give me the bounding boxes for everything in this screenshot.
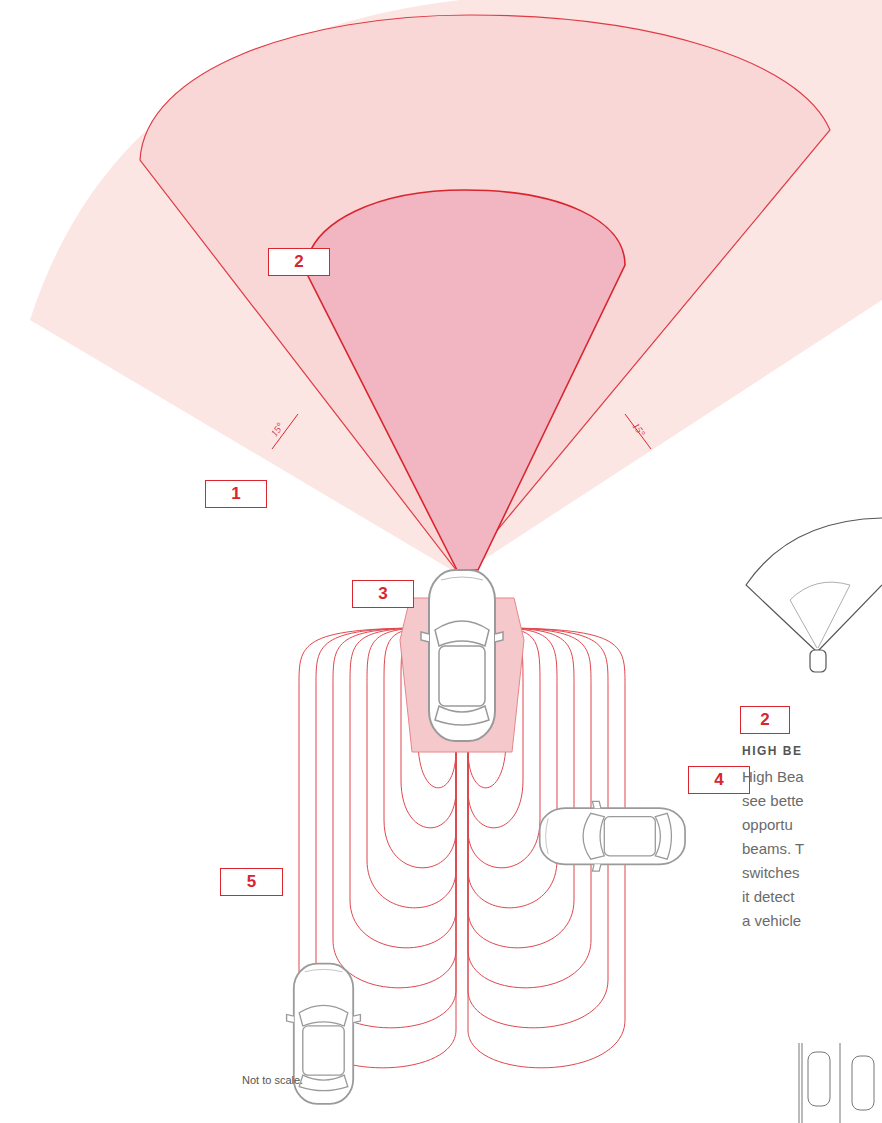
- body-text: opportu: [742, 816, 793, 833]
- crossing-car: [540, 801, 685, 871]
- callout-number: 4: [714, 770, 723, 790]
- narrow-fan: [305, 190, 625, 570]
- body-text: it detect: [742, 888, 795, 905]
- callout-number: 2: [294, 252, 303, 272]
- angle-label: 15°: [630, 421, 647, 439]
- callout-box: 2: [268, 248, 330, 276]
- angle-mark: [625, 414, 651, 449]
- callout-number: 1: [231, 484, 240, 504]
- callout-number: 5: [247, 872, 256, 892]
- body-text: a vehicle: [742, 912, 801, 929]
- body-text: see bette: [742, 792, 804, 809]
- body-text: High Bea: [742, 768, 804, 785]
- main-fan: [140, 15, 830, 575]
- scale-note: Not to scale.: [242, 1074, 303, 1086]
- callout-box: 3: [352, 580, 414, 608]
- callout-box: 2: [740, 706, 790, 734]
- callout-number: 3: [378, 584, 387, 604]
- section-heading: HIGH BE: [742, 744, 803, 758]
- callout-box: 4: [688, 766, 750, 794]
- wide-fan: [30, 0, 882, 575]
- main-car: [421, 570, 503, 741]
- body-text: switches: [742, 864, 800, 881]
- lane-icon: [799, 1043, 874, 1123]
- callout-box: 1: [205, 480, 267, 508]
- body-text: beams. T: [742, 840, 804, 857]
- callout-box: 5: [220, 868, 283, 896]
- high-beam-icon: [746, 518, 882, 672]
- callout-number: 2: [760, 710, 769, 730]
- angle-label: 15°: [268, 421, 285, 439]
